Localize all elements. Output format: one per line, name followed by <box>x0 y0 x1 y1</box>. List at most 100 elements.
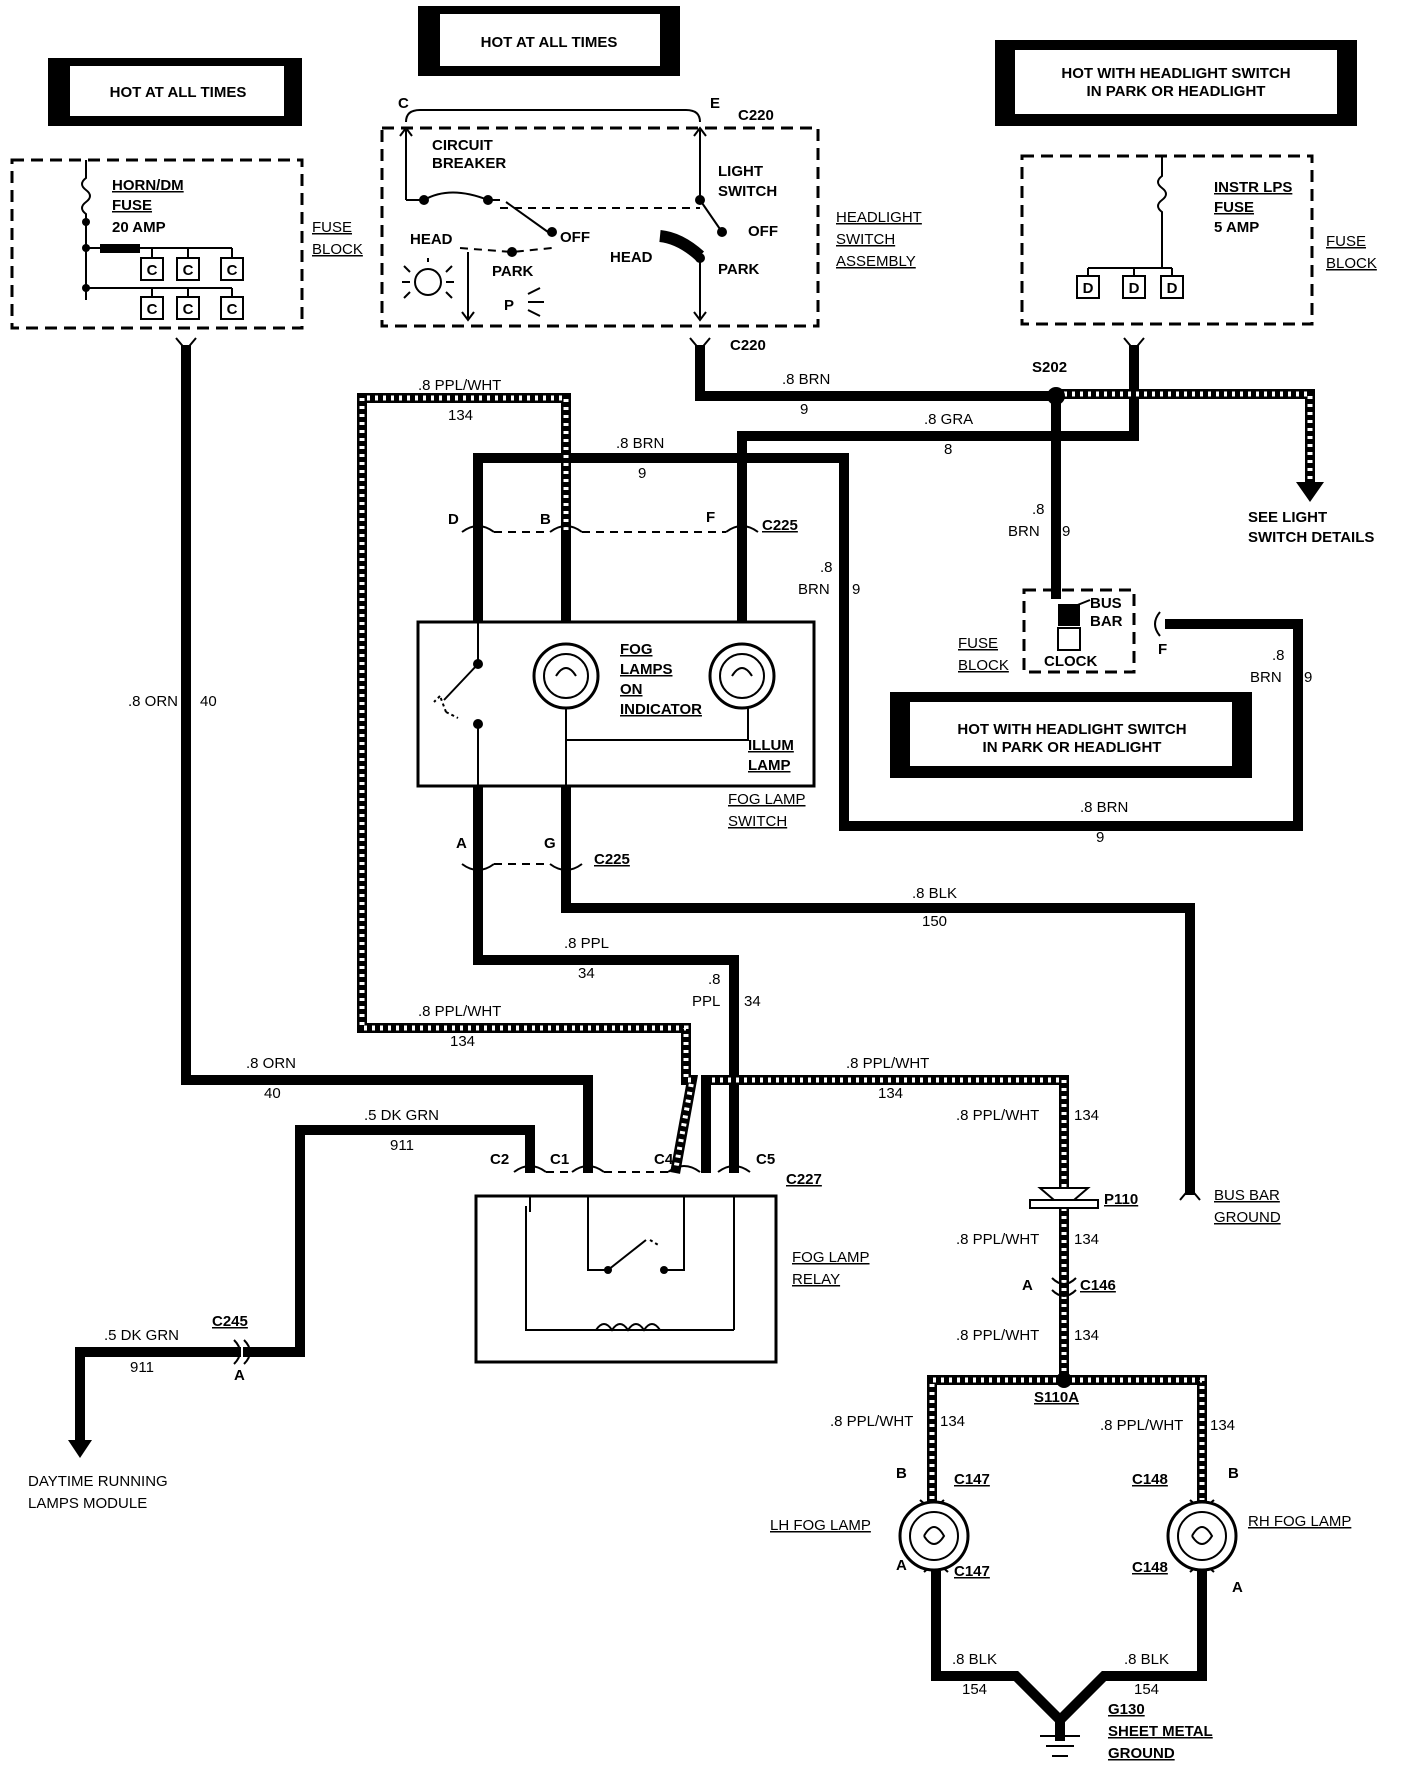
svg-text:40: 40 <box>200 693 217 710</box>
bus-bar-fuse-block: BUS BAR CLOCK FUSE BLOCK F BUS BAR GROUN… <box>958 588 1281 1226</box>
svg-text:134: 134 <box>448 407 473 424</box>
power-box-mid: HOT WITH HEADLIGHT SWITCH IN PARK OR HEA… <box>890 692 1252 778</box>
wire-dkgrn-911 <box>243 1125 535 1357</box>
circuit-breaker-label1: CIRCUIT <box>432 137 493 154</box>
fuse-block-left-label2: BLOCK <box>312 241 363 258</box>
relay-label2: RELAY <box>792 1271 840 1288</box>
svg-text:40: 40 <box>264 1085 281 1102</box>
headlamp-icon <box>402 258 454 299</box>
c245-label: C245 <box>212 1313 248 1330</box>
p110-label: P110 <box>1104 1191 1138 1208</box>
svg-text:.8 BRN: .8 BRN <box>616 435 664 452</box>
horn-dm-fuse-rating: 20 AMP <box>112 219 166 236</box>
headlight-switch-term-e: E <box>710 95 720 112</box>
svg-text:.8 BLK: .8 BLK <box>1124 1651 1169 1668</box>
svg-text:154: 154 <box>962 1681 987 1698</box>
wire-brn-9-top <box>695 345 1061 401</box>
lh-c147-top: C147 <box>954 1471 990 1488</box>
rh-c148-bot: C148 <box>1132 1559 1168 1576</box>
relay-term-c4: C4 <box>654 1151 674 1168</box>
rh-fog-lamp-label: RH FOG LAMP <box>1248 1513 1351 1530</box>
fuse-block-left-cavities: C C C C C C <box>140 257 244 320</box>
instr-lps-fuse-word: FUSE <box>1214 199 1254 216</box>
svg-text:134: 134 <box>940 1413 965 1430</box>
svg-text:.5 DK GRN: .5 DK GRN <box>104 1327 179 1344</box>
wire-brn-9-mid <box>473 453 1303 831</box>
svg-text:C: C <box>147 262 158 279</box>
bus-fuse-block-label1: FUSE <box>958 635 998 652</box>
headlight-switch-assembly: C E C220 CIRCUIT BREAKER LIGHT SWITCH HE… <box>380 95 922 328</box>
lh-fog-lamp <box>898 1500 970 1572</box>
headlight-switch-label1: HEADLIGHT <box>836 209 922 226</box>
svg-text:BRN: BRN <box>1008 523 1040 540</box>
lh-term-a: A <box>896 1557 907 1574</box>
fuse-block-left-label1: FUSE <box>312 219 352 236</box>
fuse-block-right-label2: BLOCK <box>1326 255 1377 272</box>
svg-text:.8 PPL/WHT: .8 PPL/WHT <box>956 1107 1039 1124</box>
svg-text:D: D <box>1167 280 1178 297</box>
g130-label2: SHEET METAL <box>1108 1723 1213 1740</box>
wire-blk-150 <box>561 865 1195 1195</box>
power-box-left-text: HOT AT ALL TIMES <box>110 84 247 101</box>
fog-switch-term-d: D <box>448 511 459 528</box>
wires-solid <box>75 345 1303 1741</box>
bus-bar-ground-label1: BUS BAR <box>1214 1187 1280 1204</box>
svg-text:134: 134 <box>1074 1231 1099 1248</box>
svg-text:.8 BLK: .8 BLK <box>912 885 957 902</box>
fog-switch-term-b: B <box>540 511 551 528</box>
headlight-switch-term-c: C <box>398 95 409 112</box>
bus-bar-label1: BUS <box>1090 595 1122 612</box>
svg-text:134: 134 <box>1074 1107 1099 1124</box>
svg-text:C: C <box>147 301 158 318</box>
fog-switch-term-f: F <box>706 509 715 526</box>
svg-text:PPL: PPL <box>692 993 720 1010</box>
fog-lamp-relay: C2 C1 C4 C5 C227 FOG LAMP RELAY <box>474 1151 870 1364</box>
svg-text:.8 GRA: .8 GRA <box>924 411 973 428</box>
power-box-center-text: HOT AT ALL TIMES <box>481 34 618 51</box>
power-box-mid-line2: IN PARK OR HEADLIGHT <box>983 739 1162 756</box>
relay-term-c2: C2 <box>490 1151 509 1168</box>
fog-indicator-label2: LAMPS <box>620 661 673 678</box>
off-position-1: OFF <box>560 229 590 246</box>
horn-dm-fuse-name: HORN/DM <box>112 177 184 194</box>
bus-bar-label2: BAR <box>1090 613 1123 630</box>
instr-lps-fuse-name: INSTR LPS <box>1214 179 1292 196</box>
svg-text:.8: .8 <box>1272 647 1285 664</box>
svg-text:.8 PPL/WHT: .8 PPL/WHT <box>1100 1417 1183 1434</box>
power-box-right: HOT WITH HEADLIGHT SWITCH IN PARK OR HEA… <box>995 40 1357 126</box>
svg-text:134: 134 <box>1210 1417 1235 1434</box>
park-position-1: PARK <box>492 263 534 280</box>
svg-text:134: 134 <box>450 1033 475 1050</box>
illum-lamp-label2: LAMP <box>748 757 791 774</box>
svg-text:8: 8 <box>944 441 952 458</box>
bus-bar-ground-label2: GROUND <box>1214 1209 1281 1226</box>
svg-text:911: 911 <box>390 1137 414 1154</box>
fuse-block-right-label1: FUSE <box>1326 233 1366 250</box>
c146-label: C146 <box>1080 1277 1116 1294</box>
head-position-1: HEAD <box>410 231 453 248</box>
svg-text:.8 BRN: .8 BRN <box>782 371 830 388</box>
rh-term-b: B <box>1228 1465 1239 1482</box>
svg-text:BRN: BRN <box>798 581 830 598</box>
s110a-label: S110A <box>1034 1389 1079 1406</box>
power-box-left: HOT AT ALL TIMES <box>48 58 302 126</box>
svg-text:C: C <box>227 301 238 318</box>
relay-conn-c227: C227 <box>786 1171 822 1188</box>
fog-switch-conn-top: C225 <box>762 517 798 534</box>
headlight-switch-label3: ASSEMBLY <box>836 253 916 270</box>
power-box-mid-line1: HOT WITH HEADLIGHT SWITCH <box>957 721 1186 738</box>
svg-text:C: C <box>227 262 238 279</box>
svg-text:.8 ORN: .8 ORN <box>128 693 178 710</box>
lh-c147-bot: C147 <box>954 1563 990 1580</box>
ground-symbol-g130 <box>1040 1735 1080 1757</box>
c220-bottom-label: C220 <box>730 337 766 354</box>
fog-switch-term-a: A <box>456 835 467 852</box>
svg-text:.8: .8 <box>820 559 833 576</box>
svg-text:D: D <box>1129 280 1140 297</box>
relay-term-c1: C1 <box>550 1151 569 1168</box>
fuse-block-left: C C C C C C HORN/DM FUSE 20 AMP FUSE BLO… <box>10 158 363 330</box>
headlight-switch-label2: SWITCH <box>836 231 895 248</box>
rh-term-a: A <box>1232 1579 1243 1596</box>
bus-fuse-block-label2: BLOCK <box>958 657 1009 674</box>
svg-text:BRN: BRN <box>1250 669 1282 686</box>
